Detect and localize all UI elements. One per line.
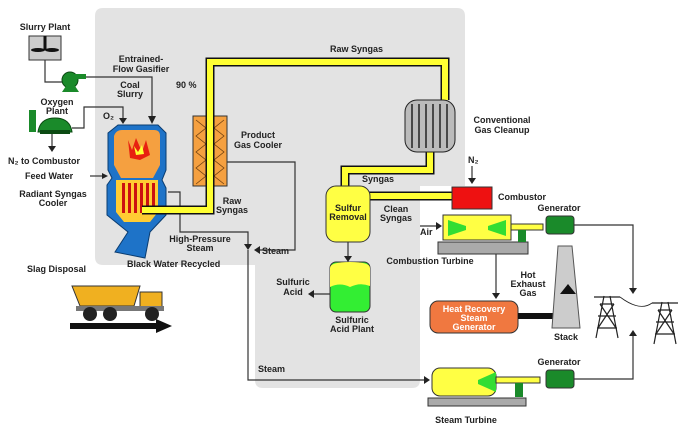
- stack-label: Stack: [554, 332, 579, 342]
- slag-disposal-label: Slag Disposal: [27, 264, 86, 274]
- stack: [551, 245, 581, 329]
- combustion-turbine-label: Combustion Turbine: [386, 256, 473, 266]
- generator-top-label: Generator: [537, 203, 581, 213]
- n2-label: N₂: [468, 155, 479, 165]
- conventional-gas-cleanup: [404, 99, 456, 153]
- generator-bottom-label: Generator: [537, 357, 581, 367]
- combustor: [451, 186, 493, 210]
- sulfuric-acid-plant: [329, 261, 371, 313]
- generator-bottom: [545, 369, 575, 389]
- gasification-island-region: [95, 8, 465, 388]
- feed-water-label: Feed Water: [25, 171, 74, 181]
- slag-truck: [71, 285, 164, 321]
- steam-turbine: [427, 367, 541, 407]
- o2-label: O₂: [103, 111, 114, 121]
- slurry-plant-label: Slurry Plant: [20, 22, 71, 32]
- air-label: Air: [420, 227, 433, 237]
- steam-label-right: Steam: [262, 246, 289, 256]
- slurry-pump: [61, 71, 86, 92]
- black-water-label: Black Water Recycled: [127, 259, 220, 269]
- transmission-towers: [594, 295, 678, 345]
- generator-top: [545, 215, 575, 235]
- combustion-turbine: [437, 214, 544, 255]
- n2-to-combustor-label: N₂ to Combustor: [8, 156, 80, 166]
- steam-turbine-label: Steam Turbine: [435, 415, 497, 425]
- gasifier-label: Entrained-Flow Gasifier: [113, 54, 170, 74]
- combustor-label: Combustor: [498, 192, 546, 202]
- entrained-flow-gasifier: [106, 124, 167, 259]
- raw-syngas-pipe: [142, 57, 454, 215]
- syngas-label: Syngas: [362, 174, 394, 184]
- slurry-plant: [28, 35, 62, 61]
- steam-label-bottom: Steam: [258, 364, 285, 374]
- oxygen-plant: [29, 110, 73, 134]
- raw-syngas-top-label: Raw Syngas: [330, 44, 383, 54]
- percent-label: 90 %: [176, 80, 197, 90]
